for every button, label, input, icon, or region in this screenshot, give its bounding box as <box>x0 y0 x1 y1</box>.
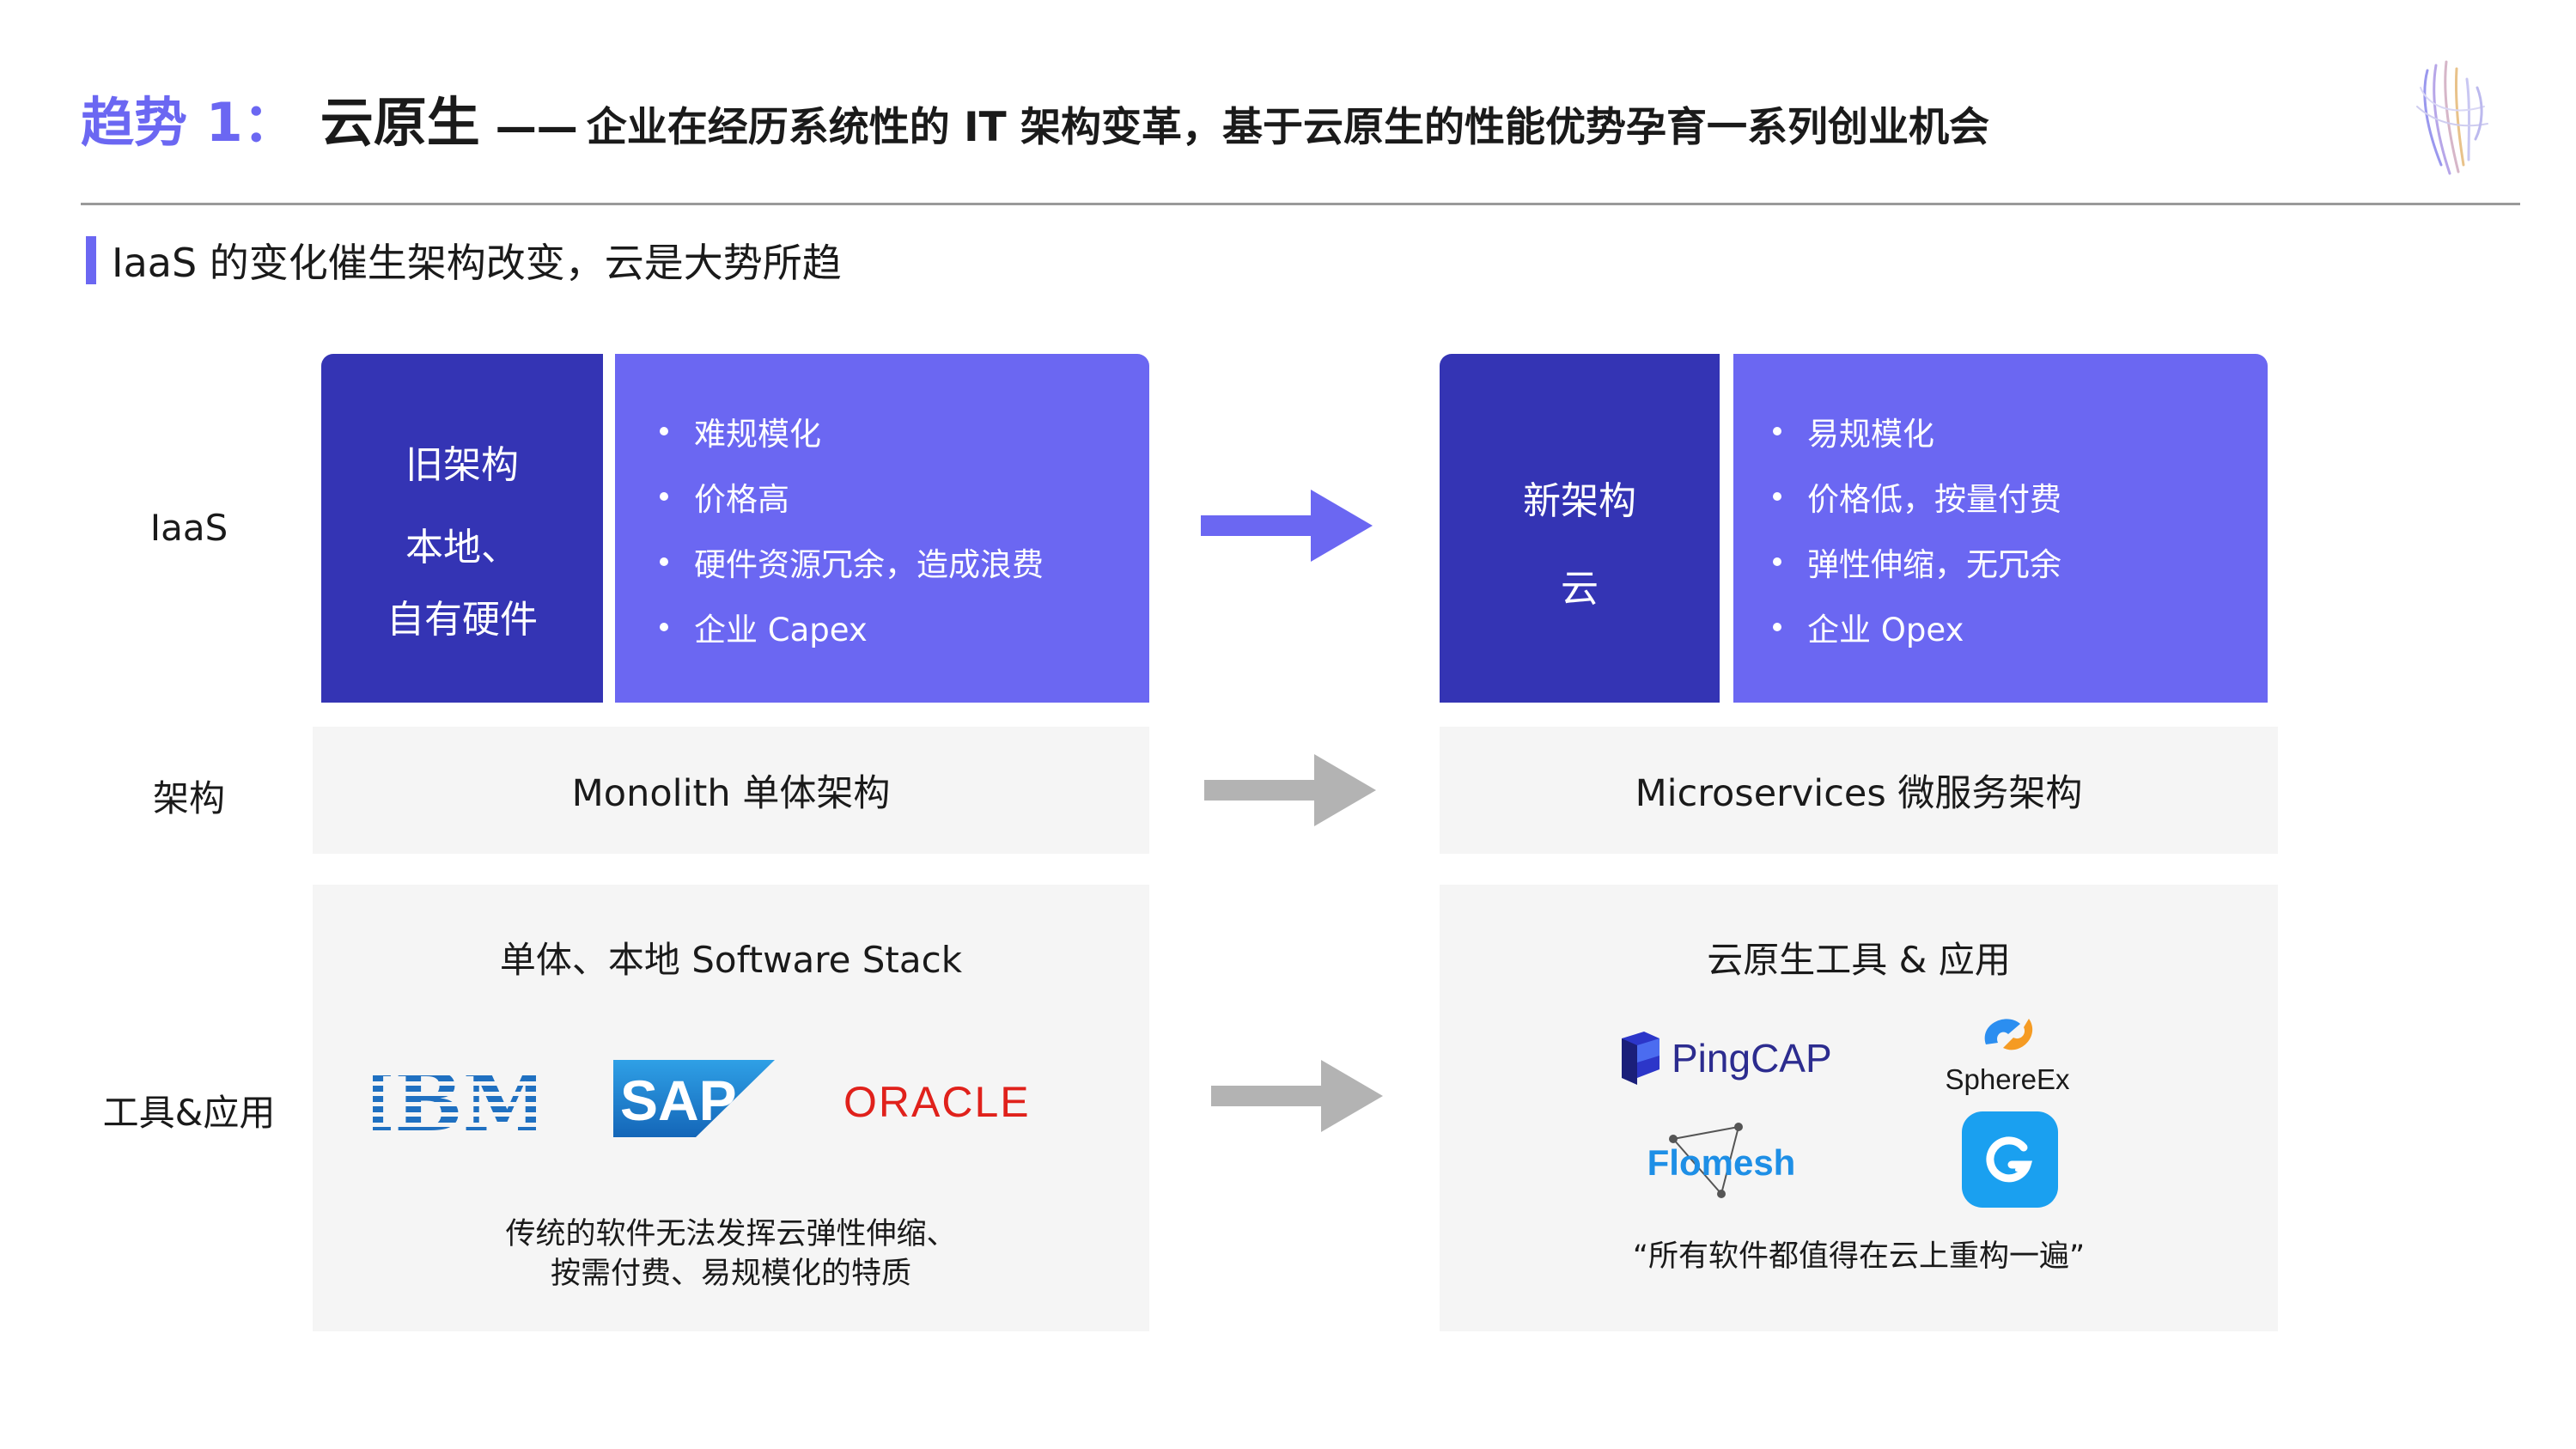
arrow-right-icon <box>1211 1060 1383 1132</box>
list-item: 弹性伸缩，无冗余 <box>1773 529 2268 594</box>
old-arch-line2: 自有硬件 <box>387 598 538 642</box>
section-heading: IaaS 的变化催生架构改变，云是大势所趋 <box>86 234 842 287</box>
old-tools-note: 传统的软件无法发挥云弹性伸缩、 按需付费、易规模化的特质 <box>313 1215 1149 1294</box>
svg-text:SphereEx: SphereEx <box>1946 1063 2070 1095</box>
row-label-arch: 架构 <box>152 777 225 819</box>
oracle-logo-icon: ORACLE <box>840 1070 1074 1132</box>
sphereex-logo-icon: SphereEx <box>1934 1000 2080 1098</box>
old-features-list: 难规模化 价格高 硬件资源冗余，造成浪费 企业 Capex <box>660 399 1149 660</box>
list-item: 难规模化 <box>660 399 1149 464</box>
trend-label: 趋势 1： <box>81 91 296 154</box>
old-architecture-panel: Monolith 单体架构 <box>313 727 1149 854</box>
cloud-quote: “所有软件都值得在云上重构一遍” <box>1632 1239 2086 1274</box>
new-features-block: 易规模化 价格低，按量付费 弹性伸缩，无冗余 企业 Opex <box>1733 354 2268 703</box>
old-arch-line1: 本地、 <box>405 526 519 569</box>
old-arch-title: 旧架构 <box>405 443 519 487</box>
old-tools-note-line2: 按需付费、易规模化的特质 <box>550 1257 911 1291</box>
subtitle: 企业在经历系统性的 IT 架构变革，基于云原生的性能优势孕育一系列创业机会 <box>586 104 1990 151</box>
main-title: 云原生 <box>320 91 480 154</box>
new-tools-caption: 云原生工具 & 应用 <box>1707 939 2011 981</box>
old-architecture-label: Monolith 单体架构 <box>571 772 891 815</box>
svg-text:Flomesh: Flomesh <box>1647 1142 1796 1183</box>
list-item: 价格高 <box>660 464 1149 529</box>
arrow-right-icon <box>1204 754 1376 826</box>
list-item: 企业 Opex <box>1773 594 2268 660</box>
svg-text:IBM: IBM <box>373 1065 536 1137</box>
new-architecture-panel: Microservices 微服务架构 <box>1440 727 2278 854</box>
section-heading-text: IaaS 的变化催生架构改变，云是大势所趋 <box>112 240 842 286</box>
ibm-logo-icon: IBM <box>356 1056 551 1150</box>
old-tools-caption: 单体、本地 Software Stack <box>499 939 963 981</box>
old-tools-note-line1: 传统的软件无法发挥云弹性伸缩、 <box>505 1217 957 1251</box>
new-arch-block: 新架构 云 <box>1440 354 1720 703</box>
list-item: 企业 Capex <box>660 594 1149 660</box>
list-item: 价格低，按量付费 <box>1773 464 2268 529</box>
svg-text:ORACLE: ORACLE <box>843 1078 1031 1126</box>
transition-arrow-icon <box>1201 490 1373 562</box>
new-arch-line1: 云 <box>1561 567 1599 611</box>
app-tile-icon <box>1962 1111 2058 1208</box>
old-arch-block: 旧架构 本地、 自有硬件 <box>321 354 603 703</box>
svg-text:SAP: SAP <box>620 1068 737 1132</box>
new-arch-title: 新架构 <box>1523 479 1636 523</box>
new-tools-panel: 云原生工具 & 应用 PingCAP SphereEx Flomesh <box>1440 885 2278 1331</box>
brand-logo-icon <box>2402 53 2501 180</box>
new-architecture-label: Microservices 微服务架构 <box>1635 772 2083 815</box>
old-tools-panel: 单体、本地 Software Stack IBM SAP <box>313 885 1149 1331</box>
new-features-list: 易规模化 价格低，按量付费 弹性伸缩，无冗余 企业 Opex <box>1773 399 2268 660</box>
page-title: 趋势 1： 云原生 —— 企业在经历系统性的 IT 架构变革，基于云原生的性能优… <box>81 79 1989 156</box>
list-item: 硬件资源冗余，造成浪费 <box>660 529 1149 594</box>
title-divider <box>81 203 2520 205</box>
section-marker <box>86 236 96 284</box>
row-label-iaas: IaaS <box>149 507 228 549</box>
old-features-block: 难规模化 价格高 硬件资源冗余，造成浪费 企业 Capex <box>615 354 1149 703</box>
pingcap-logo-icon: PingCAP <box>1618 1022 1850 1094</box>
sap-logo-icon: SAP <box>613 1060 775 1142</box>
title-dash: —— <box>495 103 578 151</box>
flomesh-logo-icon: Flomesh <box>1635 1118 1807 1201</box>
row-label-tools: 工具&应用 <box>102 1092 276 1134</box>
list-item: 易规模化 <box>1773 399 2268 464</box>
